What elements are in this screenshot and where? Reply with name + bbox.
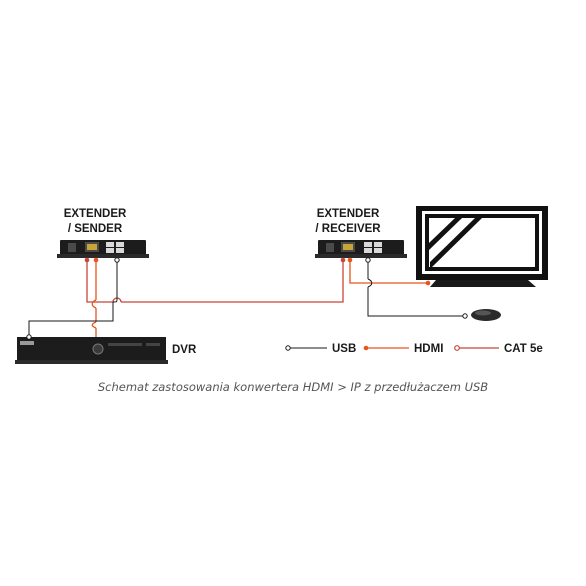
dvr-icon (15, 337, 168, 364)
hdmi-cable-monitor (349, 260, 427, 284)
mouse-usb-port (462, 313, 468, 319)
extender-receiver-icon (315, 240, 407, 258)
mouse-icon (471, 309, 501, 321)
usb-cable-dvr (28, 260, 118, 337)
hdmi-cable-dvr (91, 260, 97, 337)
receiver-hdmi-port (347, 257, 353, 263)
extender-sender-icon (57, 240, 149, 258)
usb-cable-mouse (367, 260, 464, 317)
dvr-usb-port (26, 334, 32, 340)
dvr-label: DVR (172, 344, 197, 356)
sender-label-line1: EXTENDER (63, 208, 127, 220)
monitor-hdmi-port (425, 280, 431, 286)
legend-cat5e-label: CAT 5e (504, 343, 543, 355)
monitor-icon (416, 206, 548, 287)
receiver-label-line2: / RECEIVER (315, 223, 381, 235)
receiver-label-line1: EXTENDER (316, 208, 380, 220)
legend-hdmi-line (363, 345, 409, 351)
sender-hdmi-port (93, 257, 99, 263)
sender-cat5e-port (84, 257, 90, 263)
diagram-caption: Schemat zastosowania konwertera HDMI > I… (97, 380, 489, 394)
receiver-cat5e-port (340, 257, 346, 263)
legend-hdmi-label: HDMI (414, 343, 444, 355)
legend-usb-label: USB (332, 343, 357, 355)
sender-label-line2: / SENDER (67, 223, 123, 235)
sender-usb-port (114, 257, 120, 263)
receiver-usb-port (365, 257, 371, 263)
cat5e-cable (86, 260, 344, 303)
legend-usb-line (285, 345, 327, 351)
legend-cat5e-line (454, 345, 499, 351)
